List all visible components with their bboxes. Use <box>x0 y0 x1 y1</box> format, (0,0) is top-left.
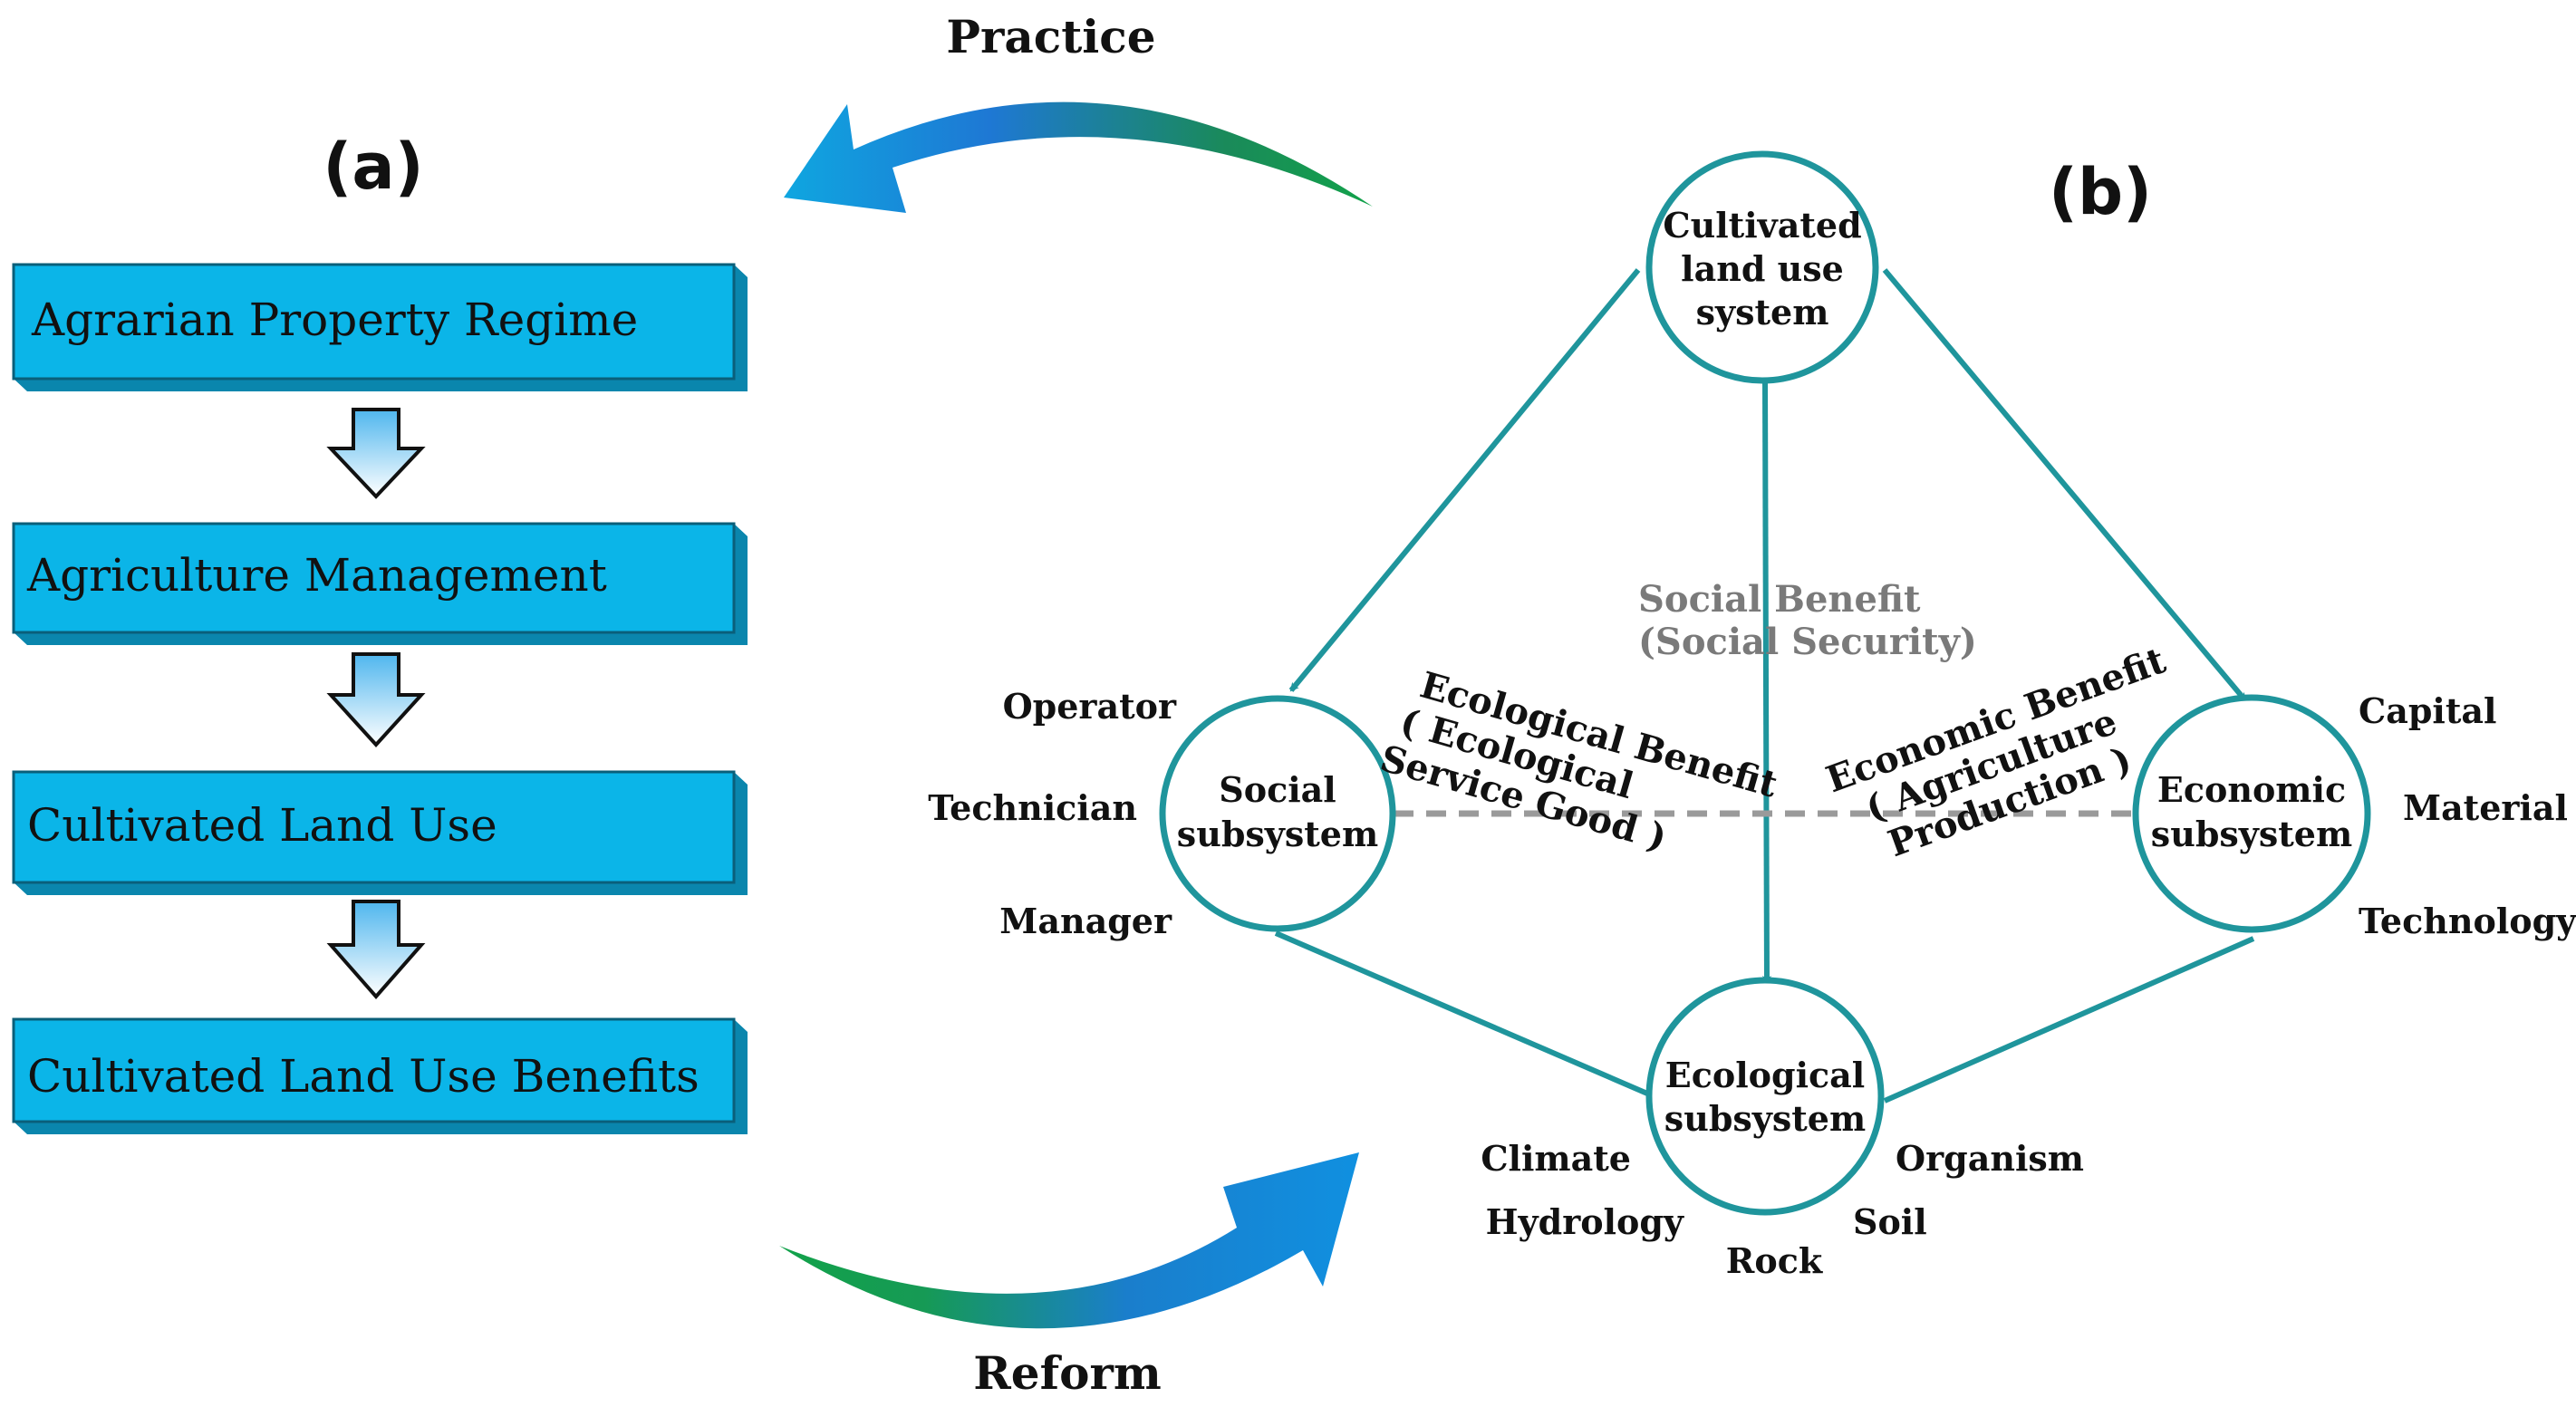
social-items: Operator Technician Manager <box>928 686 1177 941</box>
ecological-item-climate: Climate <box>1481 1138 1631 1179</box>
ecological-item-hydrology: Hydrology <box>1486 1201 1684 1242</box>
line-social-to-ecological <box>1274 930 1655 1099</box>
node-line: subsystem <box>2151 814 2352 854</box>
node-line: subsystem <box>1177 814 1378 854</box>
flow-box-label: Cultivated Land Use <box>27 799 497 852</box>
practice-label: Practice <box>946 10 1155 63</box>
down-arrow-2 <box>326 652 426 747</box>
flow-box-agrarian-property-regime: Agrarian Property Regime <box>12 263 748 391</box>
line-economic-to-ecological <box>1883 936 2255 1103</box>
node-line: Social <box>1219 769 1336 810</box>
arrow-top-to-ecological <box>1761 380 1771 985</box>
down-arrow-1 <box>326 408 426 499</box>
social-item-technician: Technician <box>928 787 1137 828</box>
node-line: system <box>1696 292 1829 332</box>
social-benefit-line: (Social Security) <box>1638 621 1977 663</box>
node-line: land use <box>1681 248 1844 289</box>
flow-box-cultivated-land-use-benefits: Cultivated Land Use Benefits <box>12 1017 748 1134</box>
social-benefit-line: Social Benefit <box>1638 578 1921 621</box>
flow-box-label: Cultivated Land Use Benefits <box>27 1050 699 1103</box>
economic-item-technology: Technology <box>2359 901 2576 941</box>
ecological-item-rock: Rock <box>1726 1240 1823 1281</box>
economic-item-capital: Capital <box>2359 690 2496 731</box>
flow-box-label: Agrarian Property Regime <box>31 294 638 346</box>
node-cultivated-land-use-system: Cultivated land use system <box>1645 150 1879 384</box>
flow-box-cultivated-land-use: Cultivated Land Use <box>12 770 748 895</box>
ecological-items: Climate Organism Hydrology Soil Rock <box>1481 1138 2084 1281</box>
node-line: Economic <box>2157 769 2346 810</box>
social-benefit-label: Social Benefit (Social Security) <box>1638 578 1977 663</box>
node-line: Ecological <box>1665 1055 1865 1095</box>
connections <box>1274 268 2255 1103</box>
node-line: subsystem <box>1664 1098 1866 1139</box>
flow-box-label: Agriculture Management <box>26 549 607 602</box>
reform-label: Reform <box>973 1346 1161 1400</box>
practice-arc-arrow <box>784 101 1373 213</box>
flow-box-agriculture-management: Agriculture Management <box>12 522 748 645</box>
arrow-top-to-economic <box>1882 268 2248 702</box>
economic-items: Capital Material Technology <box>2359 690 2576 941</box>
ecological-item-soil: Soil <box>1853 1201 1927 1242</box>
panel-b-label: (b) <box>2049 155 2152 229</box>
down-arrow-3 <box>326 900 426 1000</box>
panel-a-label: (a) <box>323 130 423 204</box>
node-line: Cultivated <box>1663 205 1861 246</box>
social-item-operator: Operator <box>1003 686 1177 727</box>
node-social-subsystem: Social subsystem <box>1159 695 1396 932</box>
ecological-benefit-label: Ecological Benefit ( Ecological Service … <box>1375 663 1782 859</box>
economic-item-material: Material <box>2403 787 2568 828</box>
social-item-manager: Manager <box>999 901 1172 941</box>
ecological-item-organism: Organism <box>1896 1138 2084 1179</box>
node-ecological-subsystem: Ecological subsystem <box>1645 977 1885 1216</box>
arrow-top-to-social <box>1288 268 1641 692</box>
reform-arc-arrow <box>779 1152 1359 1329</box>
node-economic-subsystem: Economic subsystem <box>2132 694 2371 933</box>
